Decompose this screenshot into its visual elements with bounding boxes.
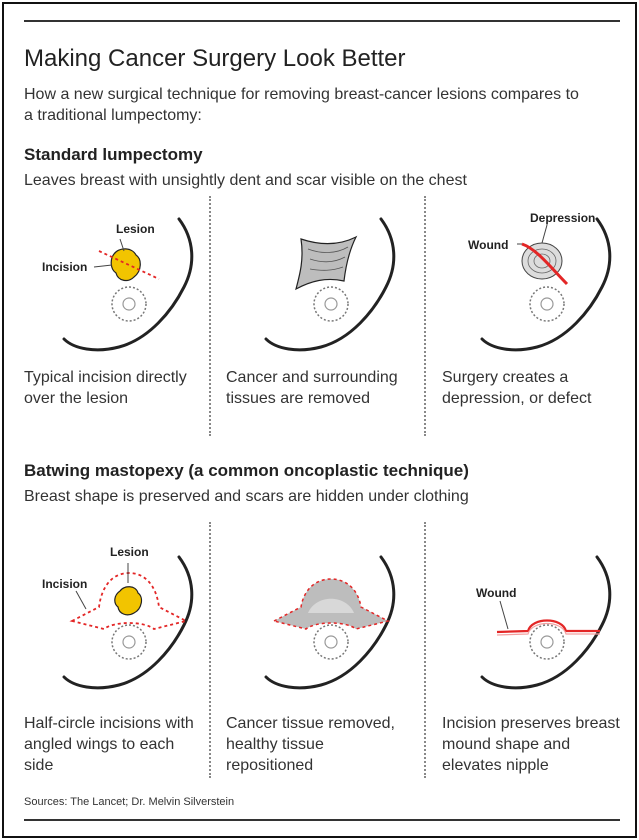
graphic-content: Making Cancer Surgery Look Better How a … xyxy=(24,4,620,836)
caption-mound-preserved: Incision preserves breast mound shape an… xyxy=(442,715,620,774)
section-subtitle-batwing-mastopexy: Breast shape is preserved and scars are … xyxy=(24,488,469,505)
label-wound: Wound xyxy=(468,238,508,252)
breast-diagram-batwing-incision: Lesion Incision xyxy=(42,545,194,690)
label-wound: Wound xyxy=(476,586,516,600)
label-incision: Incision xyxy=(42,577,87,591)
section-title-standard-lumpectomy: Standard lumpectomy xyxy=(24,145,203,164)
lesion-shape xyxy=(114,586,143,616)
caption-tissue-removed: Cancer and surrounding tissues are remov… xyxy=(226,369,398,407)
breast-diagram-incision: Lesion Incision xyxy=(42,217,194,352)
label-depression: Depression xyxy=(530,211,595,225)
panel-divider xyxy=(209,522,211,778)
breast-diagram-depression: Depression Wound xyxy=(468,211,612,352)
top-rule xyxy=(24,20,620,22)
panel-typical-incision: Lesion Incision Typical incision directl… xyxy=(24,199,214,439)
caption-typical-incision: Typical incision directly over the lesio… xyxy=(24,369,187,407)
excised-tissue-shape xyxy=(295,235,358,291)
graphic-intro: How a new surgical technique for removin… xyxy=(24,86,579,124)
panel-divider xyxy=(424,196,426,436)
section-title-batwing-mastopexy: Batwing mastopexy (a common oncoplastic … xyxy=(24,461,469,480)
label-lesion: Lesion xyxy=(110,545,149,559)
breast-diagram-repositioned xyxy=(264,555,396,690)
sources-credit: Sources: The Lancet; Dr. Melvin Silverst… xyxy=(24,796,235,808)
panel-divider xyxy=(209,196,211,436)
caption-batwing-incision: Half-circle incisions with angled wings … xyxy=(24,715,194,774)
caption-tissue-repositioned: Cancer tissue removed, healthy tissue re… xyxy=(226,715,395,774)
label-lesion: Lesion xyxy=(116,222,155,236)
panel-batwing-incision: Lesion Incision Half-circle incisions wi… xyxy=(24,529,214,789)
wound-line xyxy=(496,619,600,634)
label-incision: Incision xyxy=(42,260,87,274)
panel-mound-preserved: Wound Incision preserves breast mound sh… xyxy=(442,529,632,789)
wound-line xyxy=(521,242,569,286)
panel-divider xyxy=(424,522,426,778)
breast-diagram-mound-preserved: Wound xyxy=(476,555,612,690)
graphic-title: Making Cancer Surgery Look Better xyxy=(24,45,406,72)
lesion-shape xyxy=(110,248,141,282)
breast-diagram-removed xyxy=(264,217,396,352)
batwing-incision-outline xyxy=(69,572,189,630)
bottom-rule xyxy=(24,819,620,821)
caption-depression: Surgery creates a depression, or defect xyxy=(442,369,592,407)
panel-tissue-repositioned: Cancer tissue removed, healthy tissue re… xyxy=(226,529,416,789)
panel-tissue-removed: Cancer and surrounding tissues are remov… xyxy=(226,199,416,439)
section-subtitle-standard-lumpectomy: Leaves breast with unsightly dent and sc… xyxy=(24,172,467,189)
panel-depression: Depression Wound Surgery creates a depre… xyxy=(442,199,632,439)
